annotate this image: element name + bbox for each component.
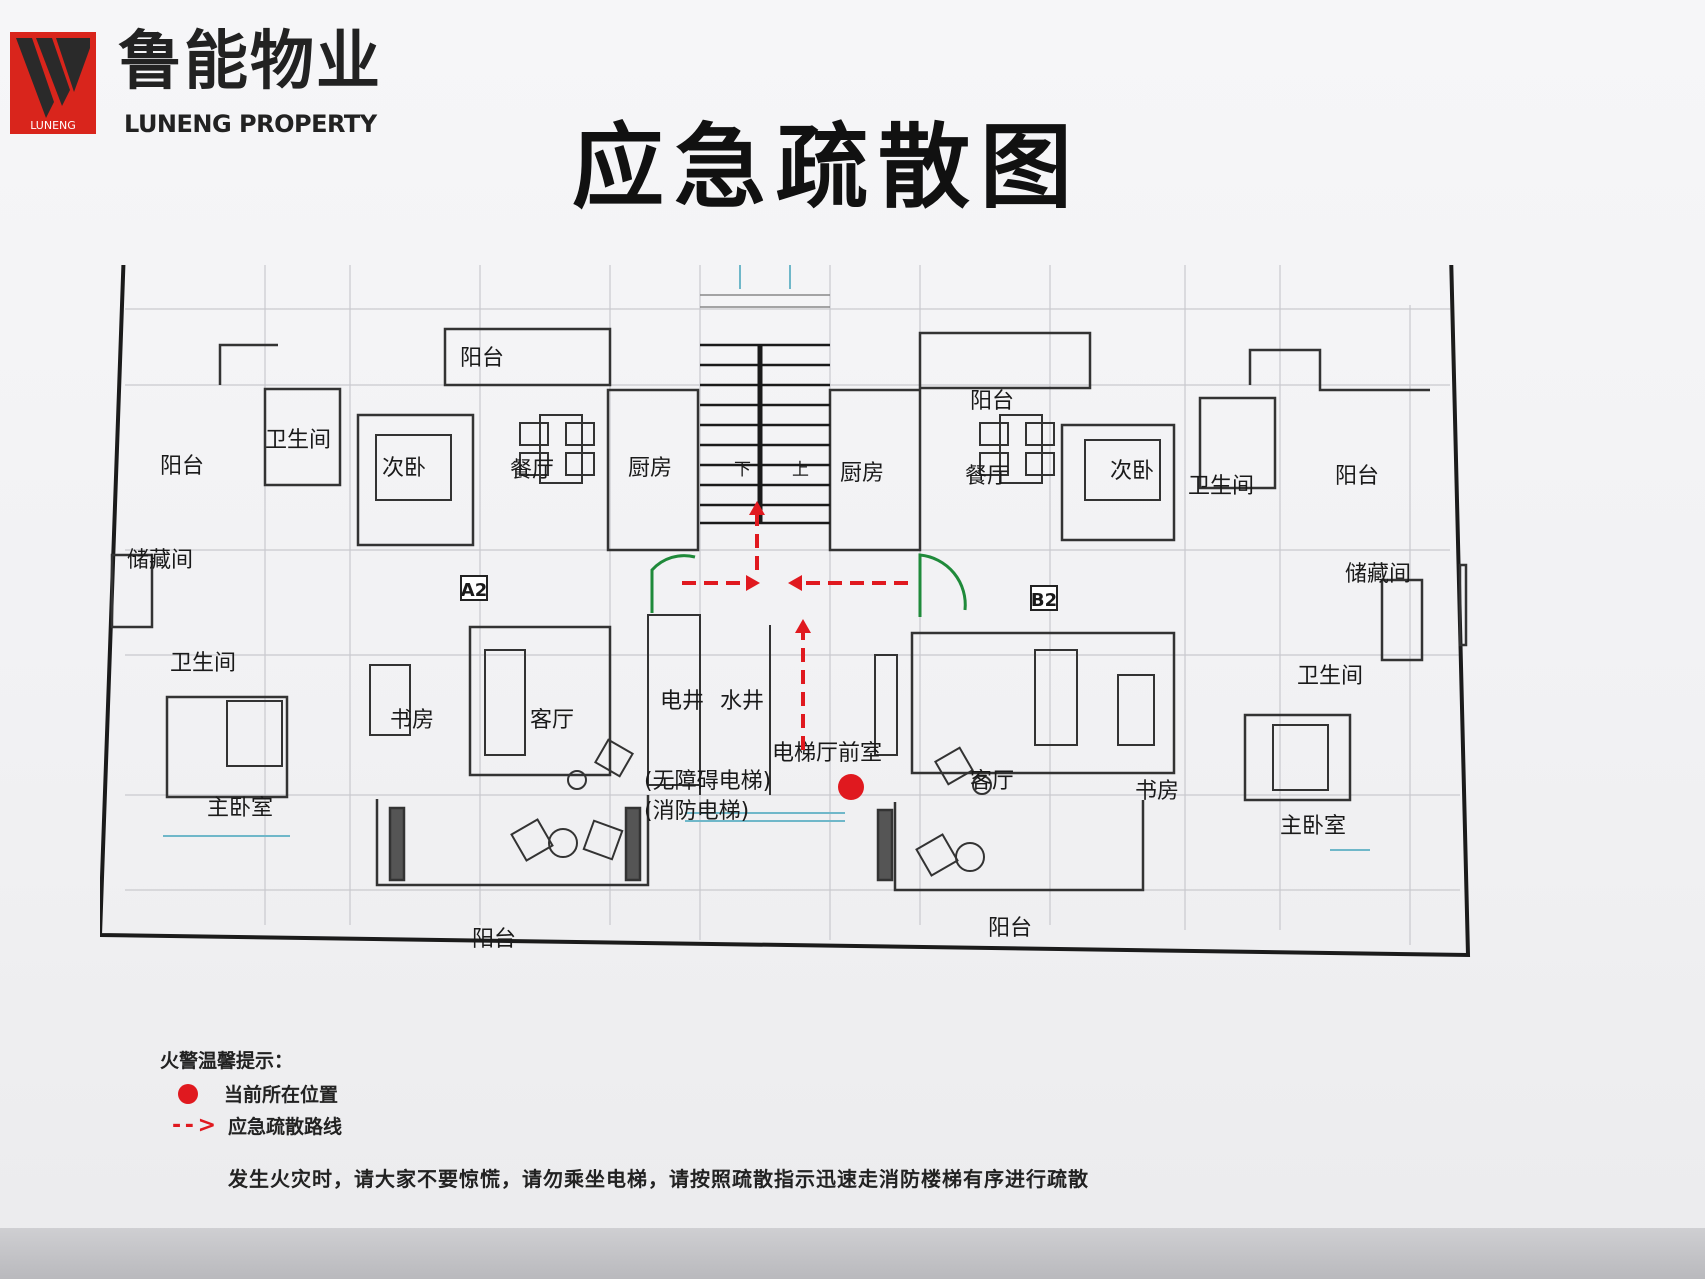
balcony-label: 阳台 [460, 346, 504, 371]
study-label: 书房 [1135, 779, 1179, 804]
floor-plan: 下 上 A2 B2 阳台 阳台 卫生间 次卧 餐厅 厨房 储藏间 卫生间 书房 … [100, 265, 1471, 958]
fire-elevator-label: (消防电梯) [644, 799, 749, 824]
bathroom-label: 卫生间 [1297, 664, 1363, 689]
unit-a-tag: A2 [461, 580, 487, 601]
second-bedroom-label: 次卧 [382, 456, 426, 481]
page-title: 应急疏散图 [572, 114, 1083, 221]
balcony-label: 阳台 [970, 389, 1014, 414]
balcony-label: 阳台 [988, 916, 1032, 941]
water-shaft-label: 水井 [720, 689, 764, 714]
brand-name-en: LUNENG PROPERTY [124, 110, 377, 138]
plan-grid [125, 265, 1460, 945]
living-label: 客厅 [530, 708, 574, 733]
unit-a-walls [110, 327, 700, 887]
bathroom-label: 卫生间 [170, 651, 236, 676]
dashed-arrow-icon: - - > [172, 1113, 216, 1138]
current-location-dot [838, 774, 864, 800]
stair-core [700, 265, 830, 525]
brand-name-cn: 鲁能物业 [118, 25, 382, 99]
evacuation-route [682, 513, 908, 750]
master-bedroom-label: 主卧室 [207, 796, 273, 821]
legend-current-location: 当前所在位置 [178, 1080, 338, 1107]
fire-notice: 发生火灾时，请大家不要惊慌，请勿乘坐电梯，请按照疏散指示迅速走消防楼梯有序进行疏… [228, 1167, 1089, 1191]
unit-b-tag: B2 [1031, 590, 1057, 611]
bathroom-label: 卫生间 [1188, 474, 1254, 499]
stairs-up-label: 上 [792, 460, 809, 480]
kitchen-label: 厨房 [840, 461, 884, 486]
study-label: 书房 [390, 708, 434, 733]
accessible-elevator-label: (无障碍电梯) [644, 769, 771, 794]
storage-label: 储藏间 [127, 548, 193, 573]
legend-current-location-label: 当前所在位置 [224, 1084, 339, 1106]
unit-b-walls [828, 331, 1468, 892]
balcony-label: 阳台 [160, 454, 204, 479]
furniture [226, 414, 1329, 877]
legend-route-label: 应急疏散路线 [228, 1116, 343, 1138]
legend-route: - - > 应急疏散路线 [172, 1112, 342, 1139]
balcony-label: 阳台 [472, 927, 516, 952]
unit-a-labels: 阳台 阳台 卫生间 次卧 餐厅 厨房 储藏间 卫生间 书房 客厅 主卧室 阳台 [127, 346, 672, 952]
location-dot-icon [178, 1083, 198, 1104]
elevator-lobby-label: 电梯厅前室 [772, 741, 882, 766]
legend-title: 火警温馨提示： [160, 1050, 294, 1072]
storage-label: 储藏间 [1345, 562, 1411, 587]
wall-edge [0, 1228, 1705, 1279]
kitchen-label: 厨房 [628, 456, 672, 481]
logo-text: LUNENG [30, 119, 76, 132]
core-labels: 电井 水井 电梯厅前室 (无障碍电梯) (消防电梯) [644, 689, 882, 824]
electrical-shaft-label: 电井 [660, 689, 704, 714]
balcony-label: 阳台 [1335, 464, 1379, 489]
elevator-core [163, 614, 1370, 851]
second-bedroom-label: 次卧 [1110, 459, 1154, 484]
living-label: 客厅 [970, 769, 1014, 794]
bathroom-label: 卫生间 [265, 428, 331, 453]
dining-label: 餐厅 [510, 458, 554, 483]
dining-label: 餐厅 [965, 464, 1009, 489]
plan-frame [100, 265, 1471, 958]
unit-b-labels: 阳台 阳台 卫生间 次卧 餐厅 厨房 储藏间 卫生间 书房 客厅 主卧室 阳台 [840, 389, 1411, 941]
master-bedroom-label: 主卧室 [1280, 814, 1346, 839]
door-swings [650, 553, 967, 617]
stairs-down-label: 下 [734, 460, 751, 480]
luneng-logo-icon: LUNENG [10, 32, 96, 134]
route-arrowheads [746, 501, 811, 633]
